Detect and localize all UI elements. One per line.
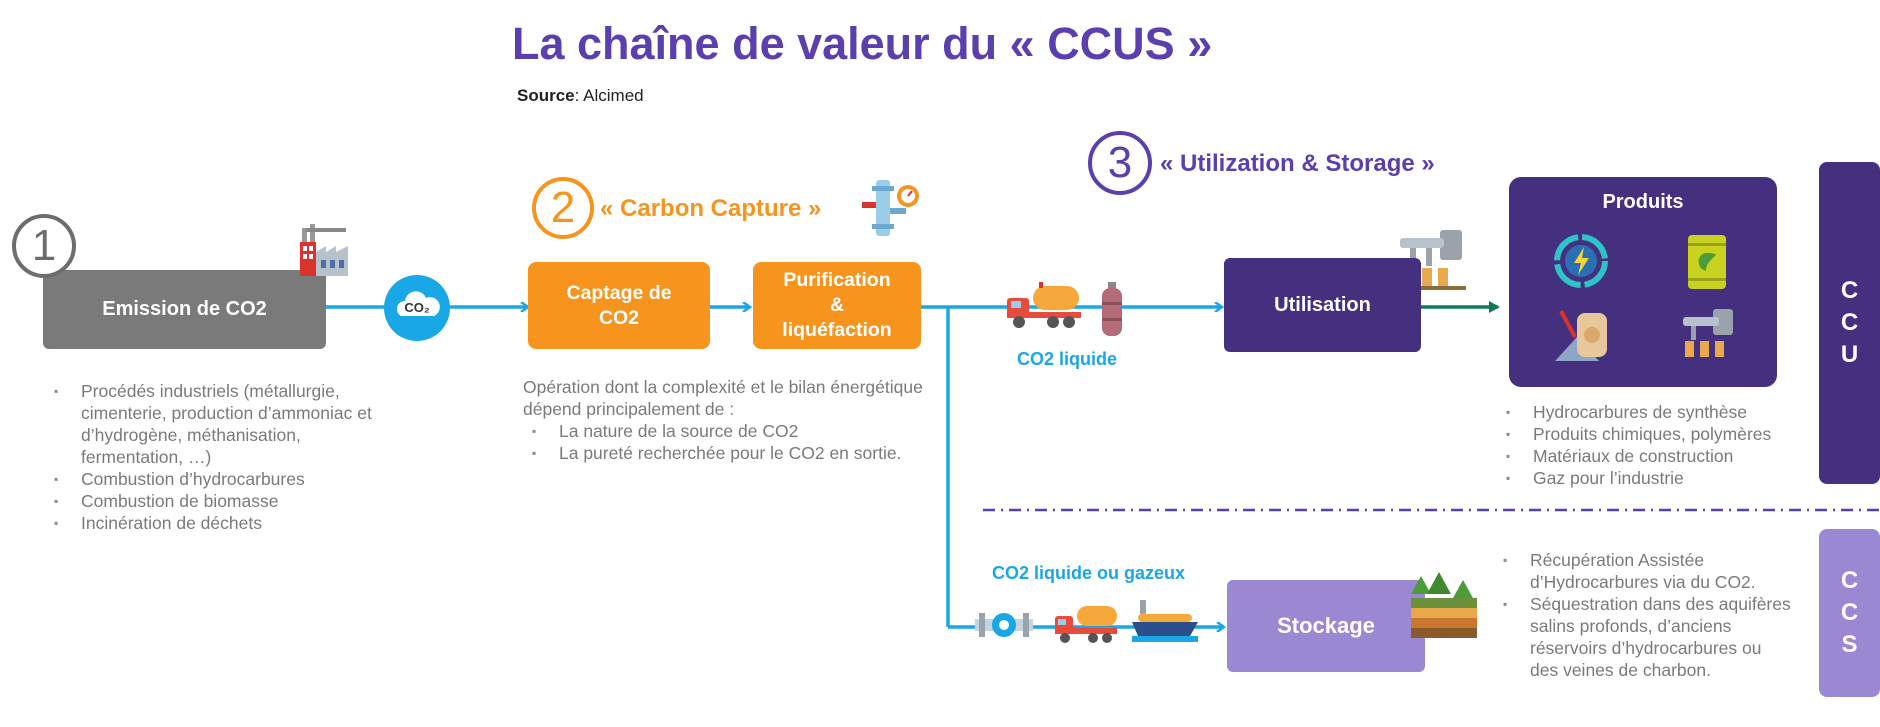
fuel-barrel-icon (1684, 233, 1730, 291)
utilisation-label: Utilisation (1274, 293, 1371, 316)
capture-factors-list: La nature de la source de CO2 La pureté … (523, 420, 943, 464)
captage-box: Captage de CO2 (528, 262, 710, 349)
ccu-tab: C C U (1819, 162, 1880, 484)
list-item: Combustion d’hydrocarbures (45, 468, 375, 490)
stockage-box: Stockage (1227, 580, 1425, 672)
refinery-icon (1396, 224, 1468, 290)
produits-title: Produits (1602, 191, 1684, 213)
emission-sources-list: Procédés industriels (métallurgie, cimen… (45, 380, 375, 534)
list-item: La pureté recherchée pour le CO2 en sort… (523, 442, 943, 464)
capture-description: Opération dont la complexité et le bilan… (523, 376, 943, 464)
ship-icon (1130, 596, 1200, 646)
step-1-badge: 1 (12, 214, 76, 278)
co2-cloud-label: CO₂ (404, 300, 430, 315)
list-item: Hydrocarbures de synthèse (1497, 401, 1817, 423)
source-note: Source: Alcimed (517, 86, 644, 106)
tanker-truck-icon (1053, 600, 1119, 646)
ccu-letter: C (1840, 309, 1859, 336)
list-item: Incinération de déchets (45, 512, 375, 534)
tanker-truck-icon (1005, 280, 1083, 330)
ccu-letter: C (1840, 277, 1859, 304)
factory-icon (296, 222, 352, 278)
ccs-letter: C (1840, 599, 1859, 626)
list-item: Procédés industriels (métallurgie, cimen… (45, 380, 375, 468)
storage-list: Récupération Assistée d’Hydrocarbures vi… (1494, 549, 1794, 681)
geology-icon (1411, 572, 1477, 638)
purification-label-line1: Purification (783, 269, 891, 291)
list-item: Gaz pour l’industrie (1497, 467, 1817, 489)
cement-bag-icon (1551, 307, 1613, 363)
purification-label-line2: & (829, 294, 845, 316)
purification-label-line3: liquéfaction (782, 319, 892, 341)
energy-cycle-icon (1553, 233, 1609, 289)
utilisation-box: Utilisation (1224, 258, 1421, 352)
co2-liquide-gazeux-label: CO2 liquide ou gazeux (992, 563, 1186, 583)
carbon-capture-heading: « Carbon Capture » (600, 195, 822, 222)
source-label: Source (517, 86, 575, 105)
valve-icon (975, 605, 1033, 645)
step-3-badge: 3 (1088, 131, 1152, 195)
purification-box: Purification & liquéfaction (753, 262, 921, 349)
source-value: : Alcimed (574, 86, 644, 105)
products-list: Hydrocarbures de synthèse Produits chimi… (1497, 401, 1817, 489)
co2-cloud-icon: CO₂ (383, 274, 451, 342)
plant-icon (1679, 305, 1737, 361)
list-item: Séquestration dans des aquifères salins … (1494, 593, 1794, 681)
captage-label-line2: CO2 (598, 306, 640, 329)
co2-liquide-label: CO2 liquide (1017, 349, 1118, 369)
stockage-label: Stockage (1277, 613, 1375, 638)
emission-label: Emission de CO2 (102, 298, 267, 320)
list-item: Récupération Assistée d’Hydrocarbures vi… (1494, 549, 1794, 593)
capture-intro: Opération dont la complexité et le bilan… (523, 377, 923, 419)
captage-label-line1: Captage de (566, 281, 672, 304)
step-2-badge: 2 (532, 177, 594, 239)
list-item: Produits chimiques, polymères (1497, 423, 1817, 445)
pipe-gauge-icon (860, 178, 922, 238)
list-item: Matériaux de construction (1497, 445, 1817, 467)
list-item: La nature de la source de CO2 (523, 420, 943, 442)
produits-panel: Produits (1509, 177, 1777, 387)
step-1-number: 1 (31, 221, 57, 270)
ccu-letter: U (1840, 341, 1859, 368)
ccs-tab: C C S (1819, 529, 1880, 697)
step-2-number: 2 (550, 183, 576, 232)
page-title: La chaîne de valeur du « CCUS » (512, 18, 1213, 69)
emission-box: Emission de CO2 (43, 270, 326, 349)
gas-cylinder-icon (1100, 282, 1124, 338)
utilization-storage-heading: « Utilization & Storage » (1160, 150, 1435, 177)
step-3-number: 3 (1107, 138, 1133, 187)
list-item: Combustion de biomasse (45, 490, 375, 512)
ccs-letter: S (1841, 631, 1858, 658)
ccs-letter: C (1840, 567, 1859, 594)
